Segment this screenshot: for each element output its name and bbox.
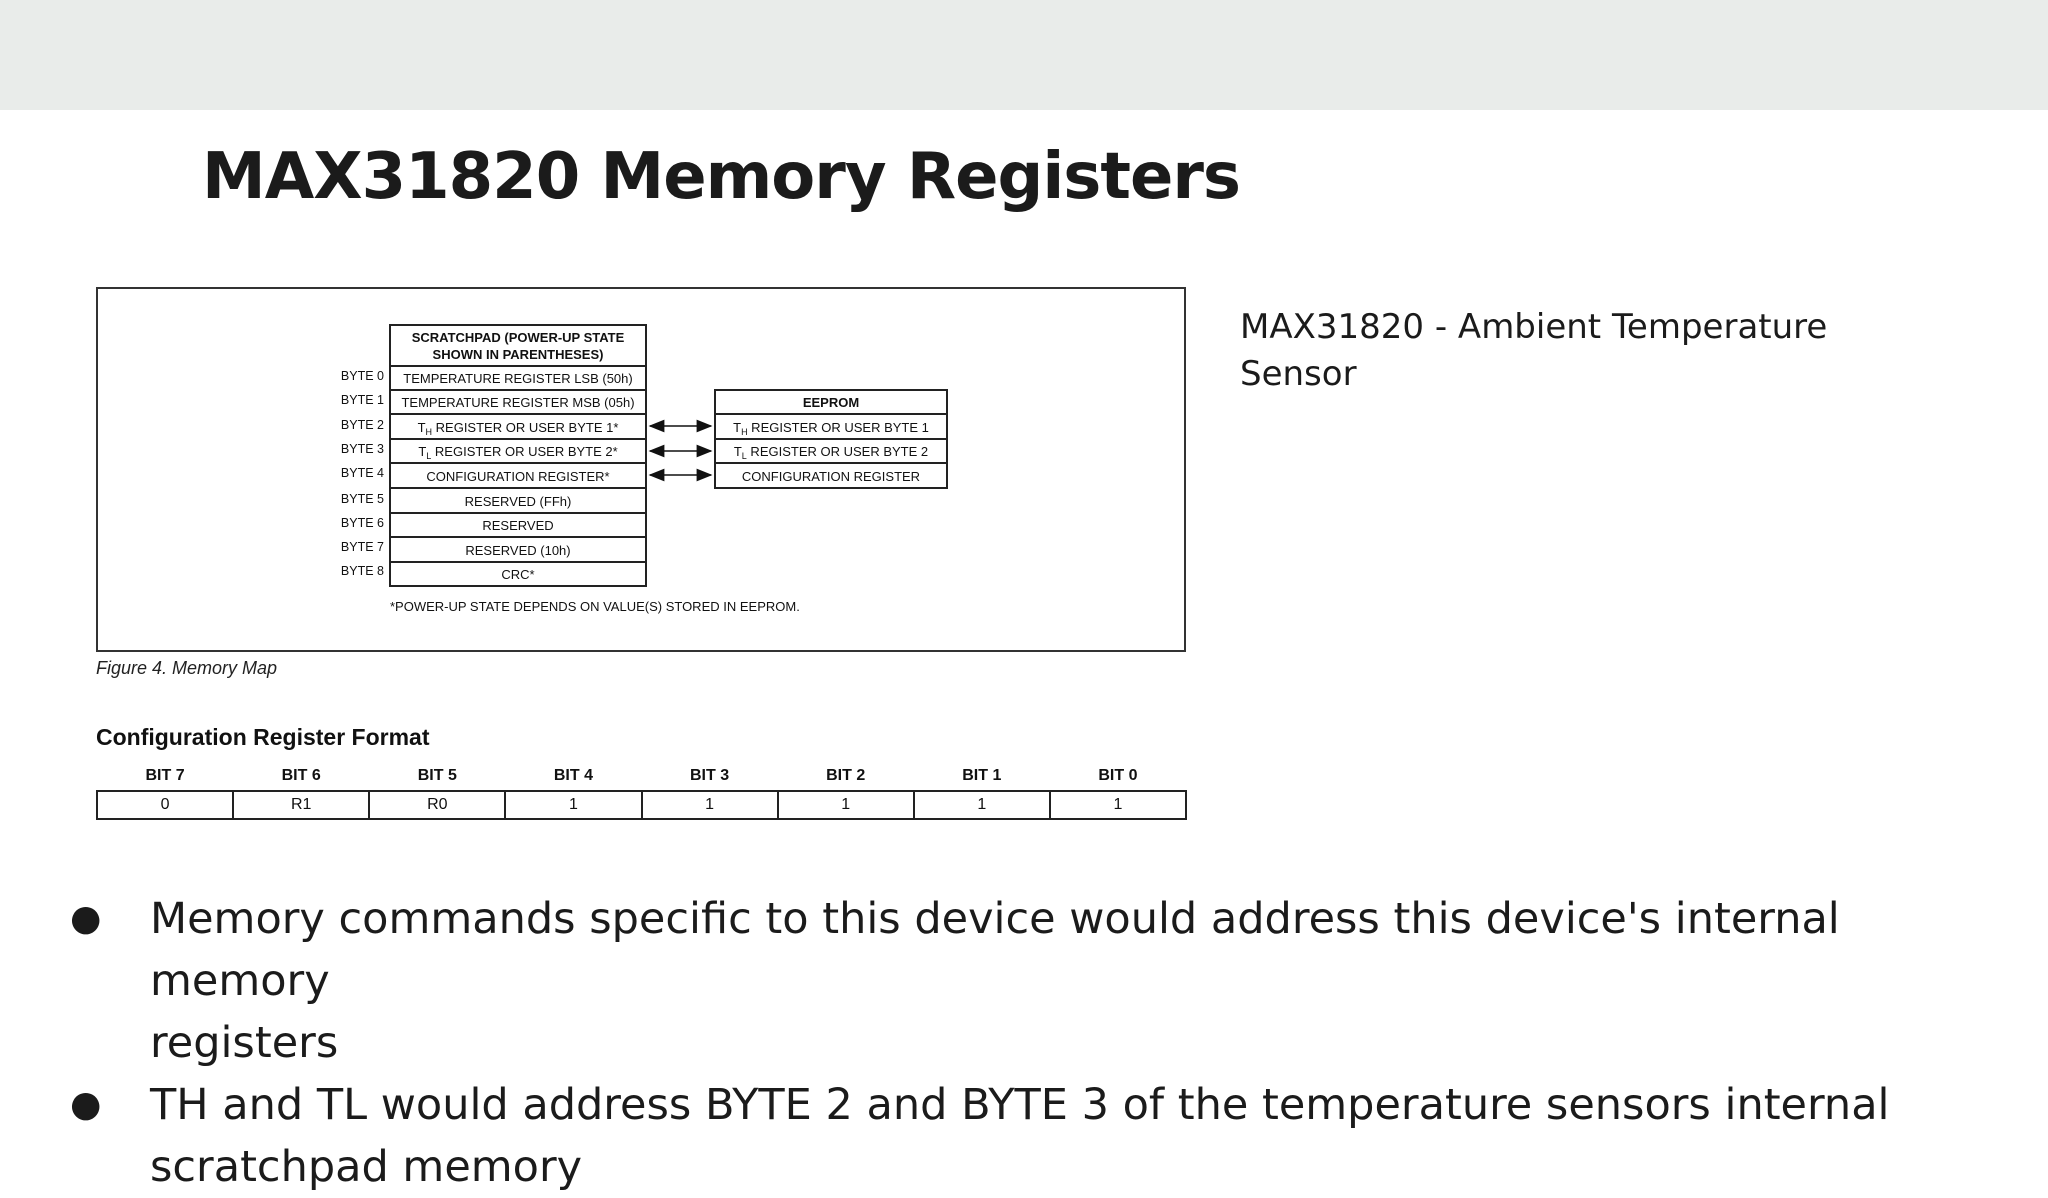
eeprom-text-sub: H <box>741 427 748 437</box>
byte-row: BYTE 3 TL REGISTER OR USER BYTE 2* <box>341 438 647 464</box>
byte-row: BYTE 0 TEMPERATURE REGISTER LSB (50h) <box>341 365 647 391</box>
config-value-row: 0 R1 R0 1 1 1 1 1 <box>95 790 1188 820</box>
byte-text: TEMPERATURE REGISTER LSB (50h) <box>403 371 632 386</box>
device-description: MAX31820 - Ambient Temperature Sensor <box>1240 307 1828 394</box>
header-band <box>0 0 2048 110</box>
bit-header: BIT 3 <box>690 767 730 784</box>
bullet-line-2: scratchpad memory <box>150 1142 583 1192</box>
bit-value: 1 <box>1048 790 1188 820</box>
eeprom-text-post: REGISTER OR USER BYTE 2 <box>747 444 928 459</box>
bit-value: 0 <box>95 790 235 820</box>
byte-row: BYTE 1 TEMPERATURE REGISTER MSB (05h) <box>341 389 647 415</box>
byte-box <box>389 462 647 489</box>
byte-row: BYTE 4 CONFIGURATION REGISTER* <box>341 462 647 489</box>
eeprom-row-box <box>714 413 948 440</box>
byte-text: TL REGISTER OR USER BYTE 2* <box>418 444 617 461</box>
bit-value: R1 <box>232 790 371 820</box>
byte-text-sub: H <box>426 427 433 437</box>
byte-text: CRC* <box>501 567 534 582</box>
scratchpad-header-line-1: SCRATCHPAD (POWER-UP STATE <box>412 330 625 345</box>
byte-row: BYTE 8 CRC* <box>341 561 647 587</box>
bit-header: BIT 4 <box>553 767 593 784</box>
bit-header: BIT 0 <box>1098 767 1138 784</box>
bit-value: 1 <box>776 790 915 820</box>
eeprom-row-box <box>714 462 948 489</box>
memory-map-diagram: SCRATCHPAD (POWER-UP STATE SHOWN IN PARE… <box>341 324 948 614</box>
eeprom-text-sub: L <box>742 451 747 461</box>
byte-box <box>389 413 647 440</box>
byte-label: BYTE 0 <box>341 369 384 383</box>
byte-label: BYTE 4 <box>341 466 384 480</box>
bullet-item: ● Memory commands specific to this devic… <box>60 888 2000 1074</box>
scratchpad-header-box <box>389 324 647 367</box>
bullet-line-1: TH and TL would address BYTE 2 and BYTE … <box>150 1080 1890 1130</box>
byte-text-post: REGISTER OR USER BYTE 1* <box>432 420 618 435</box>
byte-text-pre: T <box>418 444 426 459</box>
byte-text: TEMPERATURE REGISTER MSB (05h) <box>401 395 634 410</box>
byte-label: BYTE 1 <box>341 393 384 407</box>
eeprom-block: EEPROM TH REGISTER OR USER BYTE 1 TL REG… <box>714 389 948 489</box>
byte-text: RESERVED <box>482 518 553 533</box>
byte-box <box>389 536 647 563</box>
byte-text: RESERVED (10h) <box>465 543 570 558</box>
slide-title: MAX31820 Memory Registers <box>202 140 1241 214</box>
eeprom-row-text: CONFIGURATION REGISTER <box>742 469 920 484</box>
config-header-row: BIT 7 BIT 6 BIT 5 BIT 4 BIT 3 BIT 2 BIT … <box>97 762 1186 791</box>
config-register-heading: Configuration Register Format <box>96 724 430 750</box>
bullet-line-1: Memory commands specific to this device … <box>150 894 1840 1006</box>
byte-text-sub: L <box>426 451 431 461</box>
byte-label: BYTE 7 <box>341 540 384 554</box>
byte-row: BYTE 5 RESERVED (FFh) <box>341 487 647 514</box>
eeprom-header-box <box>714 389 948 415</box>
footnote: *POWER-UP STATE DEPENDS ON VALUE(S) STOR… <box>390 599 800 614</box>
byte-box <box>389 561 647 587</box>
bit-value: 1 <box>912 790 1051 820</box>
bit-header: BIT 2 <box>826 767 866 784</box>
eeprom-text-pre: T <box>734 444 742 459</box>
bit-value: 1 <box>640 790 779 820</box>
figure-caption: Figure 4. Memory Map <box>96 658 278 678</box>
eeprom-header: EEPROM <box>803 395 859 410</box>
bit-value: 1 <box>504 790 643 820</box>
bit-value: R0 <box>368 790 507 820</box>
bullet-dot-icon: ● <box>70 1084 102 1125</box>
byte-label: BYTE 6 <box>341 516 384 530</box>
memory-map-figure: SCRATCHPAD (POWER-UP STATE SHOWN IN PARE… <box>96 287 1186 652</box>
byte-label: BYTE 3 <box>341 442 384 456</box>
byte-text-post: REGISTER OR USER BYTE 2* <box>431 444 617 459</box>
byte-row: BYTE 2 TH REGISTER OR USER BYTE 1* <box>341 413 647 440</box>
byte-text: CONFIGURATION REGISTER* <box>426 469 609 484</box>
bit-header: BIT 5 <box>417 767 457 784</box>
byte-text: RESERVED (FFh) <box>465 494 572 509</box>
eeprom-row-text: TH REGISTER OR USER BYTE 1 <box>733 420 929 437</box>
bit-header: BIT 1 <box>962 767 1002 784</box>
bit-header: BIT 6 <box>281 767 321 784</box>
eeprom-row-box <box>714 438 948 464</box>
byte-row: BYTE 7 RESERVED (10h) <box>341 536 647 563</box>
bullet-item: ● TH and TL would address BYTE 2 and BYT… <box>60 1074 2000 1198</box>
byte-label: BYTE 8 <box>341 564 384 578</box>
byte-text: TH REGISTER OR USER BYTE 1* <box>418 420 619 437</box>
bullet-dot-icon: ● <box>70 898 102 939</box>
bit-header: BIT 7 <box>145 767 185 784</box>
byte-label: BYTE 5 <box>341 492 384 506</box>
byte-label: BYTE 2 <box>341 418 384 432</box>
bullet-line-2: registers <box>150 1018 339 1068</box>
scratchpad-header-line-2: SHOWN IN PARENTHESES) <box>433 347 604 362</box>
byte-box <box>389 512 647 538</box>
byte-box <box>389 487 647 514</box>
byte-text-pre: T <box>418 420 426 435</box>
eeprom-text-post: REGISTER OR USER BYTE 1 <box>748 420 929 435</box>
eeprom-text-pre: T <box>733 420 741 435</box>
eeprom-row-text: TL REGISTER OR USER BYTE 2 <box>734 444 928 461</box>
scratchpad-bytes: BYTE 0 TEMPERATURE REGISTER LSB (50h) BY… <box>341 365 647 587</box>
config-register-table: BIT 7 BIT 6 BIT 5 BIT 4 BIT 3 BIT 2 BIT … <box>95 762 1188 820</box>
byte-row: BYTE 6 RESERVED <box>341 512 647 538</box>
